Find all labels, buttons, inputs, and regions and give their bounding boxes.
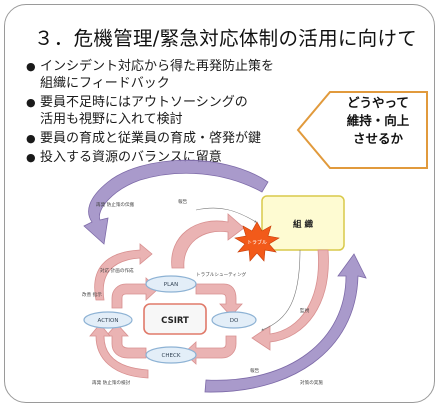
label-monitor: 監視 <box>300 307 310 314</box>
label-report-right: 報告 <box>250 367 260 374</box>
bullet-dot-icon: ● <box>26 96 36 109</box>
outer-cycle-arrow-bottom <box>204 253 367 393</box>
bullet-item: ● 要員の育成と従業員の育成・啓発が鍵 <box>26 130 316 147</box>
trouble-feedback-arrow <box>171 213 245 269</box>
plan-node <box>145 275 197 293</box>
trouble-star-icon <box>234 221 280 262</box>
plan-to-do-arrow <box>195 283 243 317</box>
check-to-action-arrow <box>105 323 147 359</box>
label-bottom-right: 対策の実施 <box>300 379 323 386</box>
csirt-center-box <box>143 303 207 335</box>
monitor-line <box>261 249 301 331</box>
do-label: DO <box>230 318 239 324</box>
outer-cycle-arrow-top <box>83 159 269 245</box>
label-top-left: 再発 防止策の伝搬 <box>96 201 135 208</box>
action-label: ACTION <box>98 318 119 324</box>
bullet-text: インシデント対応から得た再発防止策を 組織にフィードバック <box>40 59 275 91</box>
do-to-check-arrow <box>183 335 237 365</box>
label-action-left: 改善 指示 <box>82 291 102 298</box>
check-node <box>145 346 197 364</box>
org-to-loop-arrow <box>251 249 329 351</box>
action-node <box>83 311 133 329</box>
csirt-label: CSIRT <box>161 316 189 326</box>
organization-label: 組 織 <box>293 219 313 230</box>
bullet-item: ● インシデント対応から得た再発防止策を 組織にフィードバック <box>26 58 316 92</box>
slide-frame <box>4 4 435 403</box>
bullet-dot-icon: ● <box>26 151 36 164</box>
callout-arrow-shape <box>296 91 428 169</box>
slide-title: ３．危機管理/緊急対応体制の活用に向けて <box>34 27 418 50</box>
bullet-text: 要員の育成と従業員の育成・啓発が鍵 <box>40 131 262 146</box>
label-plan-left: 対応 計画の作成 <box>100 267 134 274</box>
label-trouble-shooting: トラブルシューティング <box>196 271 247 278</box>
plan-label: PLAN <box>164 282 178 288</box>
report-line <box>195 207 257 223</box>
bullet-item: ● 要員不足時にはアウトソーシングの 活用も視野に入れて検討 <box>26 94 316 128</box>
outer-left-arrow <box>94 243 153 301</box>
do-node <box>211 311 257 329</box>
label-report: 報告 <box>178 198 188 205</box>
bullet-dot-icon: ● <box>26 60 36 73</box>
bullet-dot-icon: ● <box>26 132 36 145</box>
callout-text: どうやって 維持・向上 させるか <box>346 95 410 146</box>
organization-box <box>261 195 345 251</box>
bullet-text: 要員不足時にはアウトソーシングの 活用も視野に入れて検討 <box>40 95 248 127</box>
trouble-label: トラブル <box>247 239 267 246</box>
check-label: CHECK <box>162 353 181 359</box>
bullet-list: ● インシデント対応から得た再発防止策を 組織にフィードバック ● 要員不足時に… <box>26 58 316 168</box>
label-bottom-left: 再発 防止策の検討 <box>92 379 131 386</box>
